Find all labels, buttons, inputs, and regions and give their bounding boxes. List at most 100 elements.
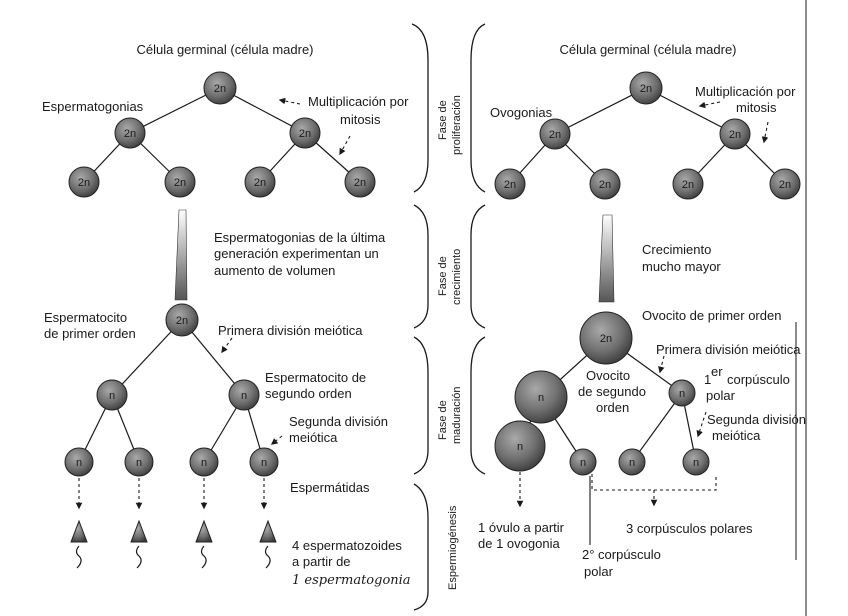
cell-label: 2n: [682, 179, 694, 191]
polar1-label-number: 1: [704, 372, 711, 387]
polar3-label: 3 corpúsculos polares: [626, 521, 753, 536]
left-brackets: [411, 23, 429, 611]
left-cells: 2n 2n 2n 2n 2n 2n 2n 2n n n n n n: [64, 71, 376, 477]
secondary-spermatocyte: [228, 379, 260, 411]
right-growth-label-line1: Crecimiento: [642, 242, 711, 257]
cell-label: 2n: [599, 179, 611, 191]
cell-label: n: [201, 457, 207, 469]
primary-spermatocyte: [165, 303, 199, 337]
cell-label: 2n: [729, 129, 741, 141]
right-growth-wedge: [598, 214, 615, 303]
left-annotation-arrows: [221, 97, 351, 445]
phase-proliferation-line2: proliferación: [451, 95, 463, 155]
polar2-label-line2: polar: [584, 564, 614, 579]
spermatozoon: [70, 519, 88, 569]
phase-maturation-line2: maduración: [451, 387, 463, 444]
right-growth-label-line2: mucho mayor: [642, 259, 721, 274]
primary-oocyte-label: Ovocito de primer orden: [642, 308, 781, 323]
spermatozoon: [195, 519, 213, 569]
right-meiosis2-label-line1: Segunda división: [707, 412, 806, 427]
cell-label: n: [76, 457, 82, 469]
growth-label-line3: aumento de volumen: [214, 263, 335, 278]
oogenesis-panel: Célula germinal (célula madre) 2n 2n 2n: [478, 0, 807, 616]
cell-label: 2n: [504, 179, 516, 191]
cell-label: n: [679, 388, 685, 400]
cell-label: n: [693, 457, 699, 469]
primary-spermatocyte-label-line1: Espermatocito: [44, 310, 127, 325]
oogonium: [719, 118, 751, 150]
oogonia-label: Ovogonias: [490, 105, 553, 120]
spermatid: [189, 447, 219, 477]
cell-label: n: [517, 441, 523, 453]
phase-growth-line2: crecimiento: [451, 249, 463, 305]
ovum-label-line1: 1 óvulo a partir: [478, 520, 565, 535]
oogonium: [494, 168, 526, 200]
cell-label: 2n: [176, 315, 188, 327]
spermatozoon: [259, 519, 277, 569]
growth-label-line1: Espermatogonias de la última: [214, 230, 386, 245]
polar1-label-sup: er: [711, 364, 723, 379]
cell-label: 2n: [640, 83, 652, 95]
spermatogonium: [344, 166, 376, 198]
secondary-spermatocyte-label-line2: segundo orden: [265, 386, 352, 401]
mitosis-label-line1: Multiplicación por: [308, 94, 409, 109]
right-title: Célula germinal (célula madre): [559, 42, 736, 57]
primary-oocyte: [579, 311, 633, 365]
spermatid: [124, 447, 154, 477]
ovum-label-line2: de 1 ovogonia: [478, 536, 560, 551]
oogonium: [589, 168, 621, 200]
spermatozoon: [130, 519, 148, 569]
phase-maturation-line1: Fase de: [437, 400, 449, 440]
cell-label: 2n: [78, 177, 90, 189]
right-brackets: [470, 23, 486, 475]
polar1-label-line2: polar: [706, 388, 736, 403]
right-mitosis-label-line2: mitosis: [736, 100, 777, 115]
cell-label: n: [241, 390, 247, 402]
secondary-oocyte-label-line1: Ovocito: [586, 368, 630, 383]
cell-label: n: [629, 457, 635, 469]
cell-label: 2n: [254, 177, 266, 189]
meiosis1-label: Primera división meiótica: [218, 323, 363, 338]
spermatids-label: Espermátidas: [290, 480, 370, 495]
right-cells: 2n 2n 2n 2n 2n 2n 2n 2n n n n n n: [494, 71, 801, 476]
phase-spermiogenesis: Espermiogénesis: [447, 505, 459, 590]
spermatozoa: [70, 519, 277, 569]
cell-label: n: [261, 457, 267, 469]
first-polar-body: [668, 379, 696, 407]
result-label-line3: 1 espermatogonia: [292, 573, 411, 588]
secondary-oocyte-label-line3: orden: [596, 400, 629, 415]
second-polar-body: [569, 448, 597, 476]
secondary-spermatocyte-label-line1: Espermatocito de: [265, 370, 366, 385]
cell-label: n: [538, 392, 544, 404]
cell-label: 2n: [214, 83, 226, 95]
result-label-line1: 4 espermatozoides: [292, 538, 402, 553]
spermatogonium: [68, 166, 100, 198]
result-label-line2: a partir de: [292, 554, 351, 569]
spermatogonium: [164, 166, 196, 198]
meiosis2-label-line1: Segunda división: [289, 414, 388, 429]
cell-label: 2n: [549, 129, 561, 141]
secondary-oocyte-label-line2: de segundo: [578, 384, 646, 399]
secondary-spermatocyte: [96, 379, 128, 411]
ovum: [494, 420, 546, 472]
cell-label: 2n: [299, 128, 311, 140]
cell-label: n: [580, 457, 586, 469]
left-stem-cell: [203, 71, 237, 105]
right-meiosis1-label: Primera división meiótica: [656, 342, 801, 357]
meiosis2-label-line2: meiótica: [289, 430, 338, 445]
left-growth-wedge: [174, 209, 188, 301]
cell-label: 2n: [779, 179, 791, 191]
oogonium: [769, 168, 801, 200]
spermatogonium: [114, 117, 146, 149]
secondary-oocyte: [514, 370, 568, 424]
cell-label: n: [136, 457, 142, 469]
right-annotation-arrows: [516, 101, 769, 508]
growth-label-line2: generación experimentan un: [214, 246, 379, 261]
right-meiosis2-label-line2: meiótica: [712, 428, 761, 443]
cell-label: 2n: [600, 333, 612, 345]
spermatogenesis-panel: Célula germinal (célula madre) 2n 2n 2: [42, 42, 411, 588]
left-title: Célula germinal (célula madre): [136, 42, 313, 57]
spermatogonium: [244, 166, 276, 198]
